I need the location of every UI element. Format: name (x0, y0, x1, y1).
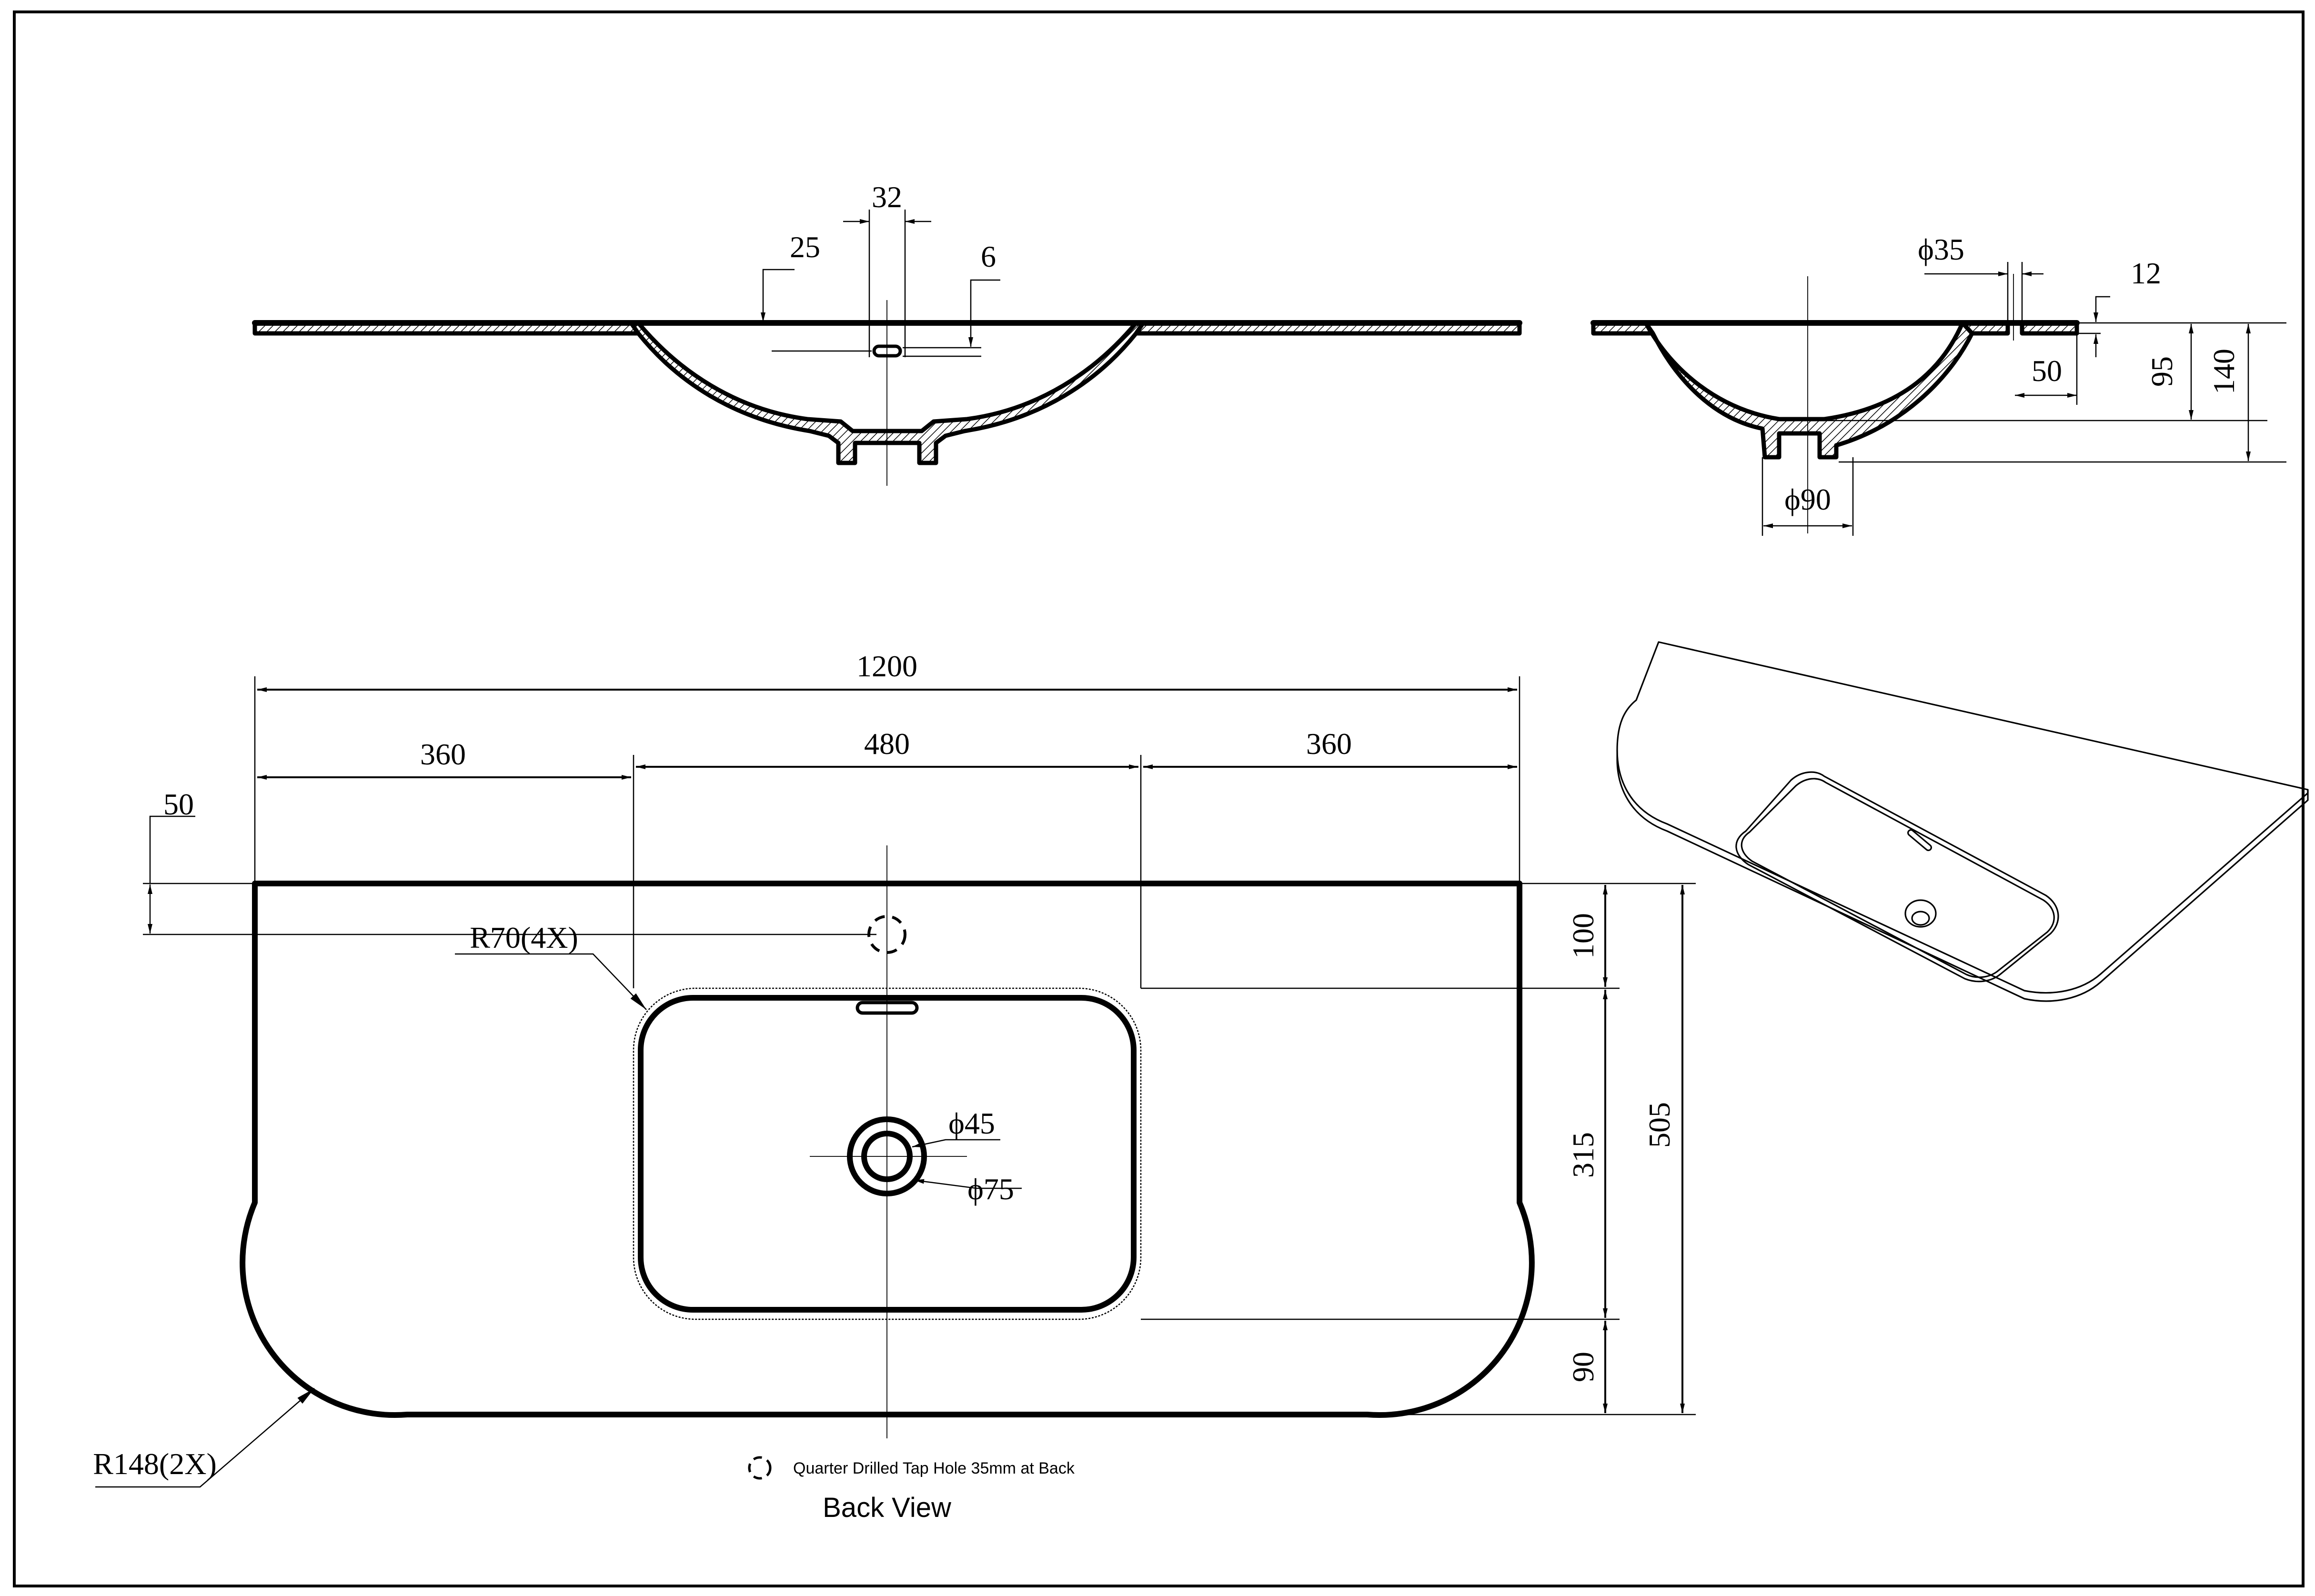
dim-tap-hole-inset: 50 (163, 787, 194, 821)
dim-tap-hole-dia: ϕ35 (1918, 232, 1964, 266)
dim-bowl-length: 315 (1566, 1132, 1600, 1178)
dim-bowl-width: 480 (864, 727, 910, 761)
dim-deck-thickness: 12 (2131, 256, 2161, 290)
drawing-border (13, 10, 2305, 1587)
view-title: Back View (823, 1492, 952, 1523)
dim-total-depth: 140 (2207, 349, 2241, 394)
dim-waste-inner-dia: ϕ45 (948, 1106, 995, 1140)
dim-overall-depth: 505 (1642, 1102, 1676, 1148)
dashed-circle-icon (748, 1456, 772, 1480)
dim-waste-outer-dia: ϕ75 (967, 1172, 1014, 1206)
dim-back-to-bowl: 100 (1566, 913, 1600, 959)
back-view: 1200 360 480 360 50 R70(4X) R148(2X) ϕ45… (93, 649, 1696, 1523)
dim-front-corner-radius: R148(2X) (93, 1447, 217, 1481)
dim-overflow-height: 6 (981, 240, 996, 273)
tap-hole-legend: Quarter Drilled Tap Hole 35mm at Back (748, 1456, 1075, 1480)
legend-text: Quarter Drilled Tap Hole 35mm at Back (793, 1459, 1075, 1477)
dim-bowl-depth: 95 (2145, 356, 2179, 387)
dim-overall-width: 1200 (856, 649, 917, 683)
dim-overflow-offset: 25 (790, 230, 820, 264)
dim-tap-hole-offset: 50 (2032, 354, 2062, 388)
dim-bowl-to-front: 90 (1566, 1352, 1600, 1382)
dim-overflow-width: 32 (872, 180, 902, 214)
dim-bowl-corner-radius: R70(4X) (470, 921, 578, 954)
side-section-view: ϕ35 12 50 95 140 ϕ90 (1590, 232, 2286, 536)
isometric-view (1616, 641, 2309, 1002)
dim-right-margin: 360 (1306, 727, 1352, 761)
dim-waste-dia: ϕ90 (1784, 482, 1831, 516)
dim-left-margin: 360 (420, 737, 466, 771)
front-section-view: 32 25 6 (252, 180, 1522, 486)
